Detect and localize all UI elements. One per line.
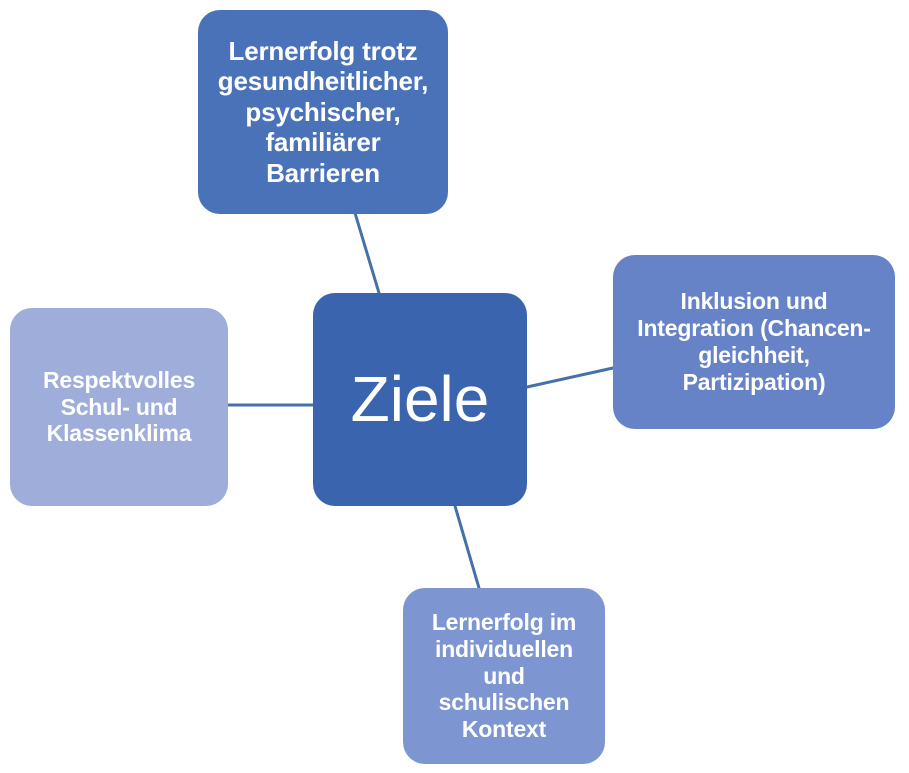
node-left-label: Respektvolles Schul- und Klassenklima — [42, 366, 196, 447]
node-inklusion-integration[interactable]: Inklusion und Integration (Chancen- glei… — [613, 255, 895, 429]
node-bottom-label: Lernerfolg im individuellen und schulisc… — [431, 608, 577, 743]
node-center-label: Ziele — [350, 363, 490, 436]
node-lernerfolg-kontext[interactable]: Lernerfolg im individuellen und schulisc… — [403, 588, 605, 764]
connector-center-to-bottom — [453, 504, 481, 590]
node-center-ziele[interactable]: Ziele — [313, 293, 527, 506]
node-right-label: Inklusion und Integration (Chancen- glei… — [637, 288, 871, 395]
node-lernerfolg-barrieren[interactable]: Lernerfolg trotz gesundheitlicher, psych… — [198, 10, 448, 214]
node-respektvolles-klima[interactable]: Respektvolles Schul- und Klassenklima — [10, 308, 228, 506]
node-top-label: Lernerfolg trotz gesundheitlicher, psych… — [217, 35, 429, 188]
connector-center-to-right — [525, 366, 615, 389]
connector-center-to-top — [353, 211, 381, 295]
